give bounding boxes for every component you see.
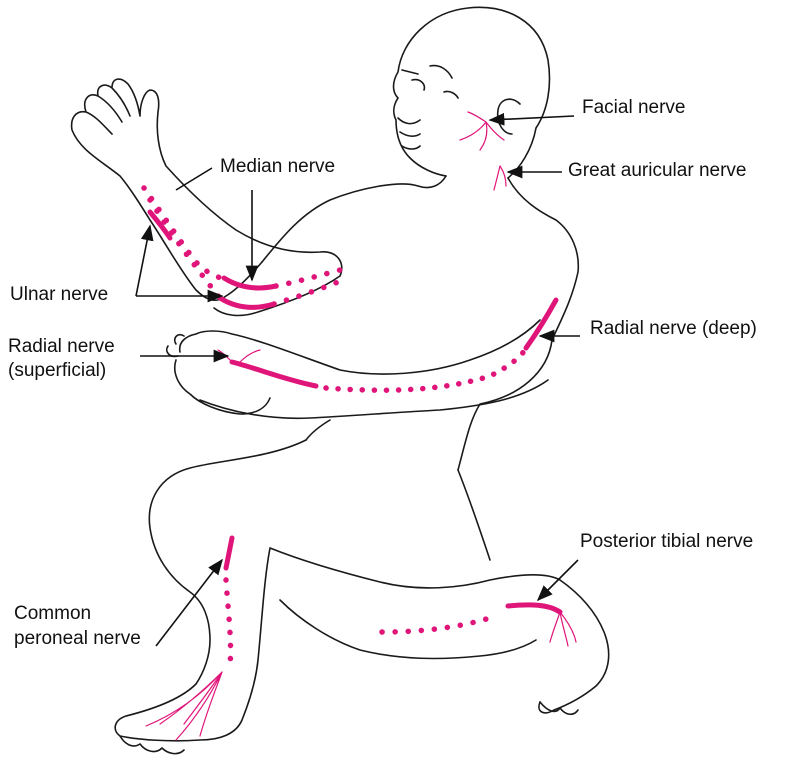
common-peroneal-pointer bbox=[156, 560, 222, 646]
body-outline bbox=[72, 7, 609, 753]
upper-arm-nerve-dots-2 bbox=[274, 282, 338, 304]
great-auricular-nerve-branches bbox=[494, 166, 506, 190]
common-peroneal-nerve-label-line2: peroneal nerve bbox=[14, 628, 141, 650]
radial-superficial-line bbox=[232, 362, 316, 386]
ulnar-nerve-label: Ulnar nerve bbox=[10, 284, 108, 306]
common-peroneal-nerve-label-line1: Common bbox=[14, 603, 91, 625]
ulnar-pointer-diag bbox=[136, 226, 150, 296]
posterior-tibial-foot-branches bbox=[550, 612, 576, 646]
radial-nerve-superficial-label-line2: (superficial) bbox=[8, 360, 106, 382]
label-pointers bbox=[136, 116, 580, 646]
facial-nerve-label: Facial nerve bbox=[582, 97, 686, 119]
legs-outline bbox=[115, 440, 608, 741]
ear-outline bbox=[498, 99, 520, 134]
radial-nerve-dots bbox=[326, 348, 526, 390]
toes-outline bbox=[120, 702, 578, 754]
posterior-tibial-dots bbox=[382, 616, 496, 632]
ulnar-nerve-line bbox=[220, 298, 274, 307]
face-features bbox=[398, 66, 458, 149]
great-auricular-nerve-label: Great auricular nerve bbox=[568, 160, 746, 182]
torso-outline bbox=[262, 176, 578, 470]
radial-nerve-superficial-label-line1: Radial nerve bbox=[8, 336, 115, 358]
nerve-paths bbox=[144, 112, 576, 740]
posterior-tibial-pointer bbox=[538, 560, 578, 600]
head-outline bbox=[394, 7, 550, 178]
facial-pointer bbox=[490, 116, 574, 120]
lower-arm-outline bbox=[167, 320, 548, 418]
posterior-tibial-line bbox=[508, 605, 560, 612]
radial-nerve-deep-label: Radial nerve (deep) bbox=[590, 318, 757, 340]
median-nerve-label: Median nerve bbox=[220, 156, 335, 178]
median-nerve-line bbox=[224, 278, 276, 288]
median-pointer-horizontal bbox=[176, 168, 212, 190]
median-nerve-dots bbox=[144, 188, 224, 278]
upper-arm-nerve-dots-1 bbox=[276, 270, 340, 286]
common-peroneal-dots bbox=[226, 580, 231, 666]
ulnar-nerve-dots bbox=[150, 200, 220, 298]
common-peroneal-line bbox=[226, 538, 232, 568]
posterior-tibial-nerve-label: Posterior tibial nerve bbox=[580, 531, 753, 553]
